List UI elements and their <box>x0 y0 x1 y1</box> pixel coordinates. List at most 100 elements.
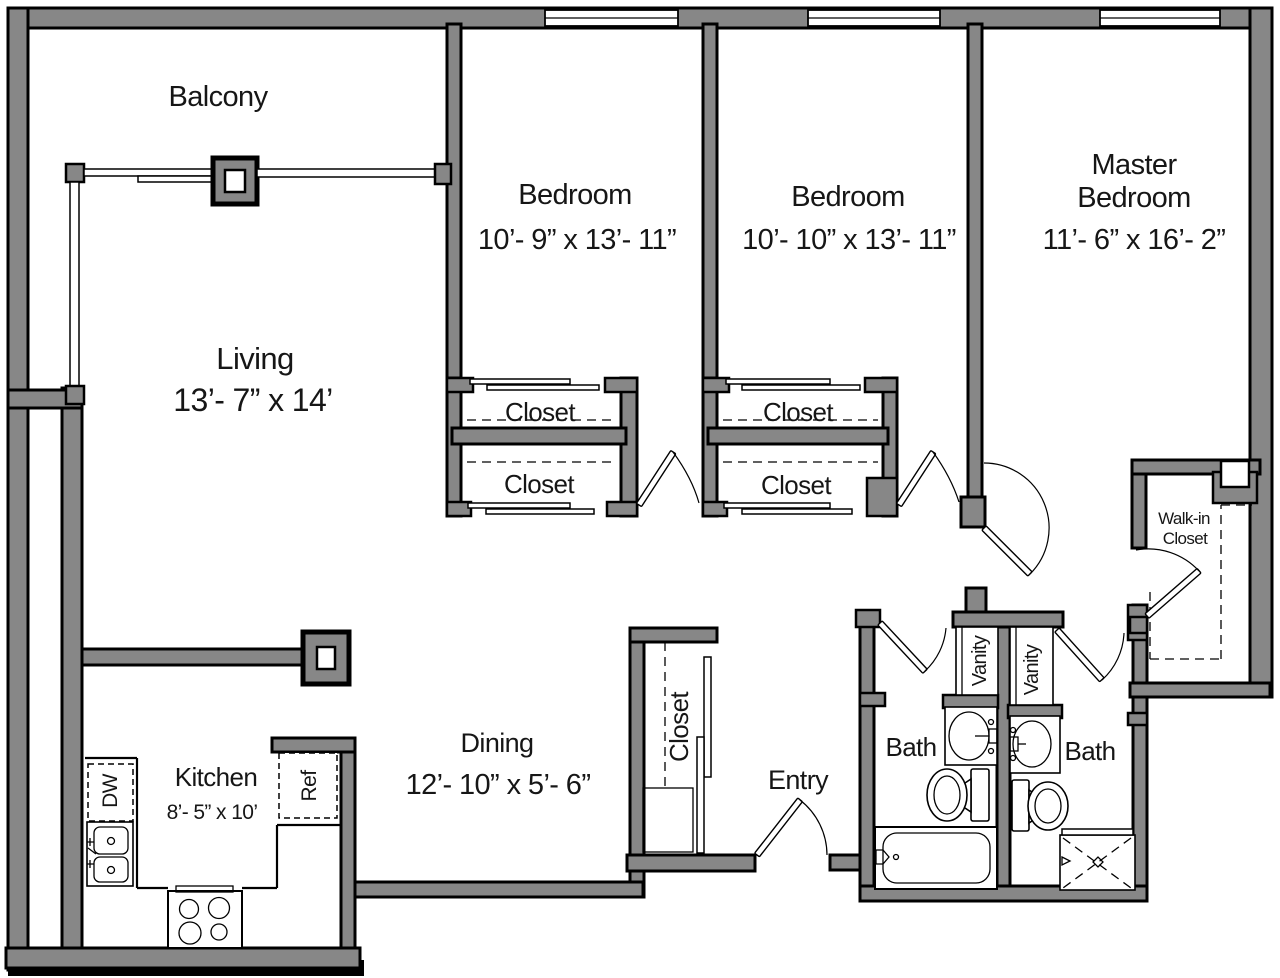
entry-closet-shelf <box>642 787 694 853</box>
closet1-post-tr <box>603 376 639 394</box>
closet2-post-tl <box>701 376 731 394</box>
dishwasher-label: DW <box>99 773 122 808</box>
sink-faucet <box>87 838 97 868</box>
entry-door <box>754 797 828 858</box>
dishwasher <box>87 763 134 822</box>
entry-closet-wall-bottom <box>625 853 757 873</box>
bath2-toilet <box>1011 779 1069 832</box>
entry-closet-wall-top <box>628 626 719 644</box>
living-dims: 13’- 7” x 14’ <box>173 382 332 418</box>
balcony-column-core <box>223 168 247 194</box>
bath-wall-right-stub <box>1126 711 1149 727</box>
wall-master-west-post <box>959 495 987 529</box>
kitchen-fixtures <box>85 752 341 949</box>
closet1-post-bl <box>445 500 473 518</box>
closet2-wall-left <box>701 376 719 518</box>
railing-glass-vertical <box>69 181 80 387</box>
closet1-slider-bottom-a <box>467 502 571 509</box>
bathtub <box>874 826 998 890</box>
closet1-wall-right <box>619 376 639 518</box>
window-bedroom2 <box>807 9 941 27</box>
bedroom1-door <box>636 450 700 507</box>
railing-post-c <box>433 162 453 186</box>
vanity1-label: Vanity <box>969 635 991 686</box>
entry-closet-label: Closet <box>664 691 694 762</box>
walkin-rod <box>1149 504 1252 660</box>
vanity1 <box>955 626 999 696</box>
wall-kitchen-divider <box>339 738 357 970</box>
bath-fixtures <box>874 626 1136 891</box>
kitchen-dims: 8’- 5” x 10’ <box>167 801 258 824</box>
walkin-label-line2: Closet <box>1163 529 1208 548</box>
closet1-wall-mid <box>450 426 628 446</box>
kitchen-label: Kitchen <box>175 762 258 792</box>
stove <box>167 885 243 949</box>
vanity2-label: Vanity <box>1021 644 1043 695</box>
dining-dims: 12’- 10” x 5’- 6” <box>406 769 591 801</box>
wall-right-exterior <box>1248 6 1274 699</box>
bath1-sink <box>944 706 998 766</box>
closet2-slider-bottom-b <box>741 508 853 515</box>
closet1-slider-top-b <box>486 384 600 391</box>
closet1-slider-top-a <box>469 378 571 385</box>
bedroom2-label: Bedroom <box>791 181 904 213</box>
closet1-lower-label: Closet <box>504 469 575 499</box>
window-bedroom1 <box>544 9 679 27</box>
wall-kitchen-divider-top <box>270 736 357 754</box>
kitchen-sink <box>86 821 134 887</box>
tub-faucet <box>875 849 890 865</box>
closet1-wall-left <box>445 376 463 518</box>
walkin-notch-core <box>1219 459 1251 489</box>
refrigerator-label: Ref <box>298 770 321 802</box>
closet2-slider-top-b <box>741 384 861 391</box>
labels: Balcony Living 13’- 7” x 14’ Bedroom 10’… <box>99 81 1226 824</box>
closet2-upper-label: Closet <box>763 397 834 427</box>
dining-label: Dining <box>461 728 534 758</box>
closet2-slider-bottom-a <box>723 502 831 509</box>
windows <box>544 9 1221 27</box>
bedroom2-dims: 10’- 10” x 13’- 11” <box>742 224 956 256</box>
balcony-label: Balcony <box>169 81 269 113</box>
wall-bedroom2-west <box>701 22 719 382</box>
shower-faucet <box>1061 855 1072 867</box>
master-label-line1: Master <box>1091 149 1177 181</box>
railing-glass-1 <box>83 168 215 177</box>
closet2-lower-label: Closet <box>761 470 832 500</box>
wall-inner-west <box>60 386 84 970</box>
entry-closet-slider-a <box>703 656 712 778</box>
bath2-door <box>1054 627 1125 683</box>
walkin-door <box>1135 548 1202 619</box>
closet1-slider-bottom-b <box>485 508 595 515</box>
wall-kitchen-bottom <box>4 946 362 970</box>
wall-dining-bottom <box>339 880 645 899</box>
living-label: Living <box>216 341 293 376</box>
railing-post-a <box>64 162 86 184</box>
entry-label: Entry <box>768 765 829 795</box>
closet2-wall-mid <box>706 426 890 446</box>
bedroom1-label: Bedroom <box>518 179 631 211</box>
bedroom1-dims: 10’- 9” x 13’- 11” <box>478 224 676 256</box>
wall-living-divider <box>68 647 310 667</box>
railing-post-b <box>64 384 86 406</box>
bath1-door <box>877 620 947 674</box>
closet2-slider-top-a <box>725 378 831 385</box>
bath1-toilet <box>926 768 990 822</box>
balcony-slider-panel <box>137 175 215 183</box>
kitchen-counter <box>85 756 341 890</box>
master-door <box>981 462 1050 577</box>
refrigerator <box>278 752 338 819</box>
walkin-label-line1: Walk-in <box>1158 509 1210 528</box>
master-label-line2: Bedroom <box>1077 182 1190 214</box>
bath2-sink <box>1009 715 1061 774</box>
entry-closet-slider-b <box>696 736 705 854</box>
bath-wall-left-stub <box>858 691 887 708</box>
closet2-post-tr <box>863 376 899 394</box>
doors <box>636 450 1202 858</box>
living-column <box>300 629 352 687</box>
shower <box>1059 828 1136 891</box>
walkin-wall-left-post <box>1128 615 1149 635</box>
walls <box>4 6 1274 976</box>
wall-entry-stub <box>828 853 864 872</box>
wall-master-west <box>966 22 984 501</box>
